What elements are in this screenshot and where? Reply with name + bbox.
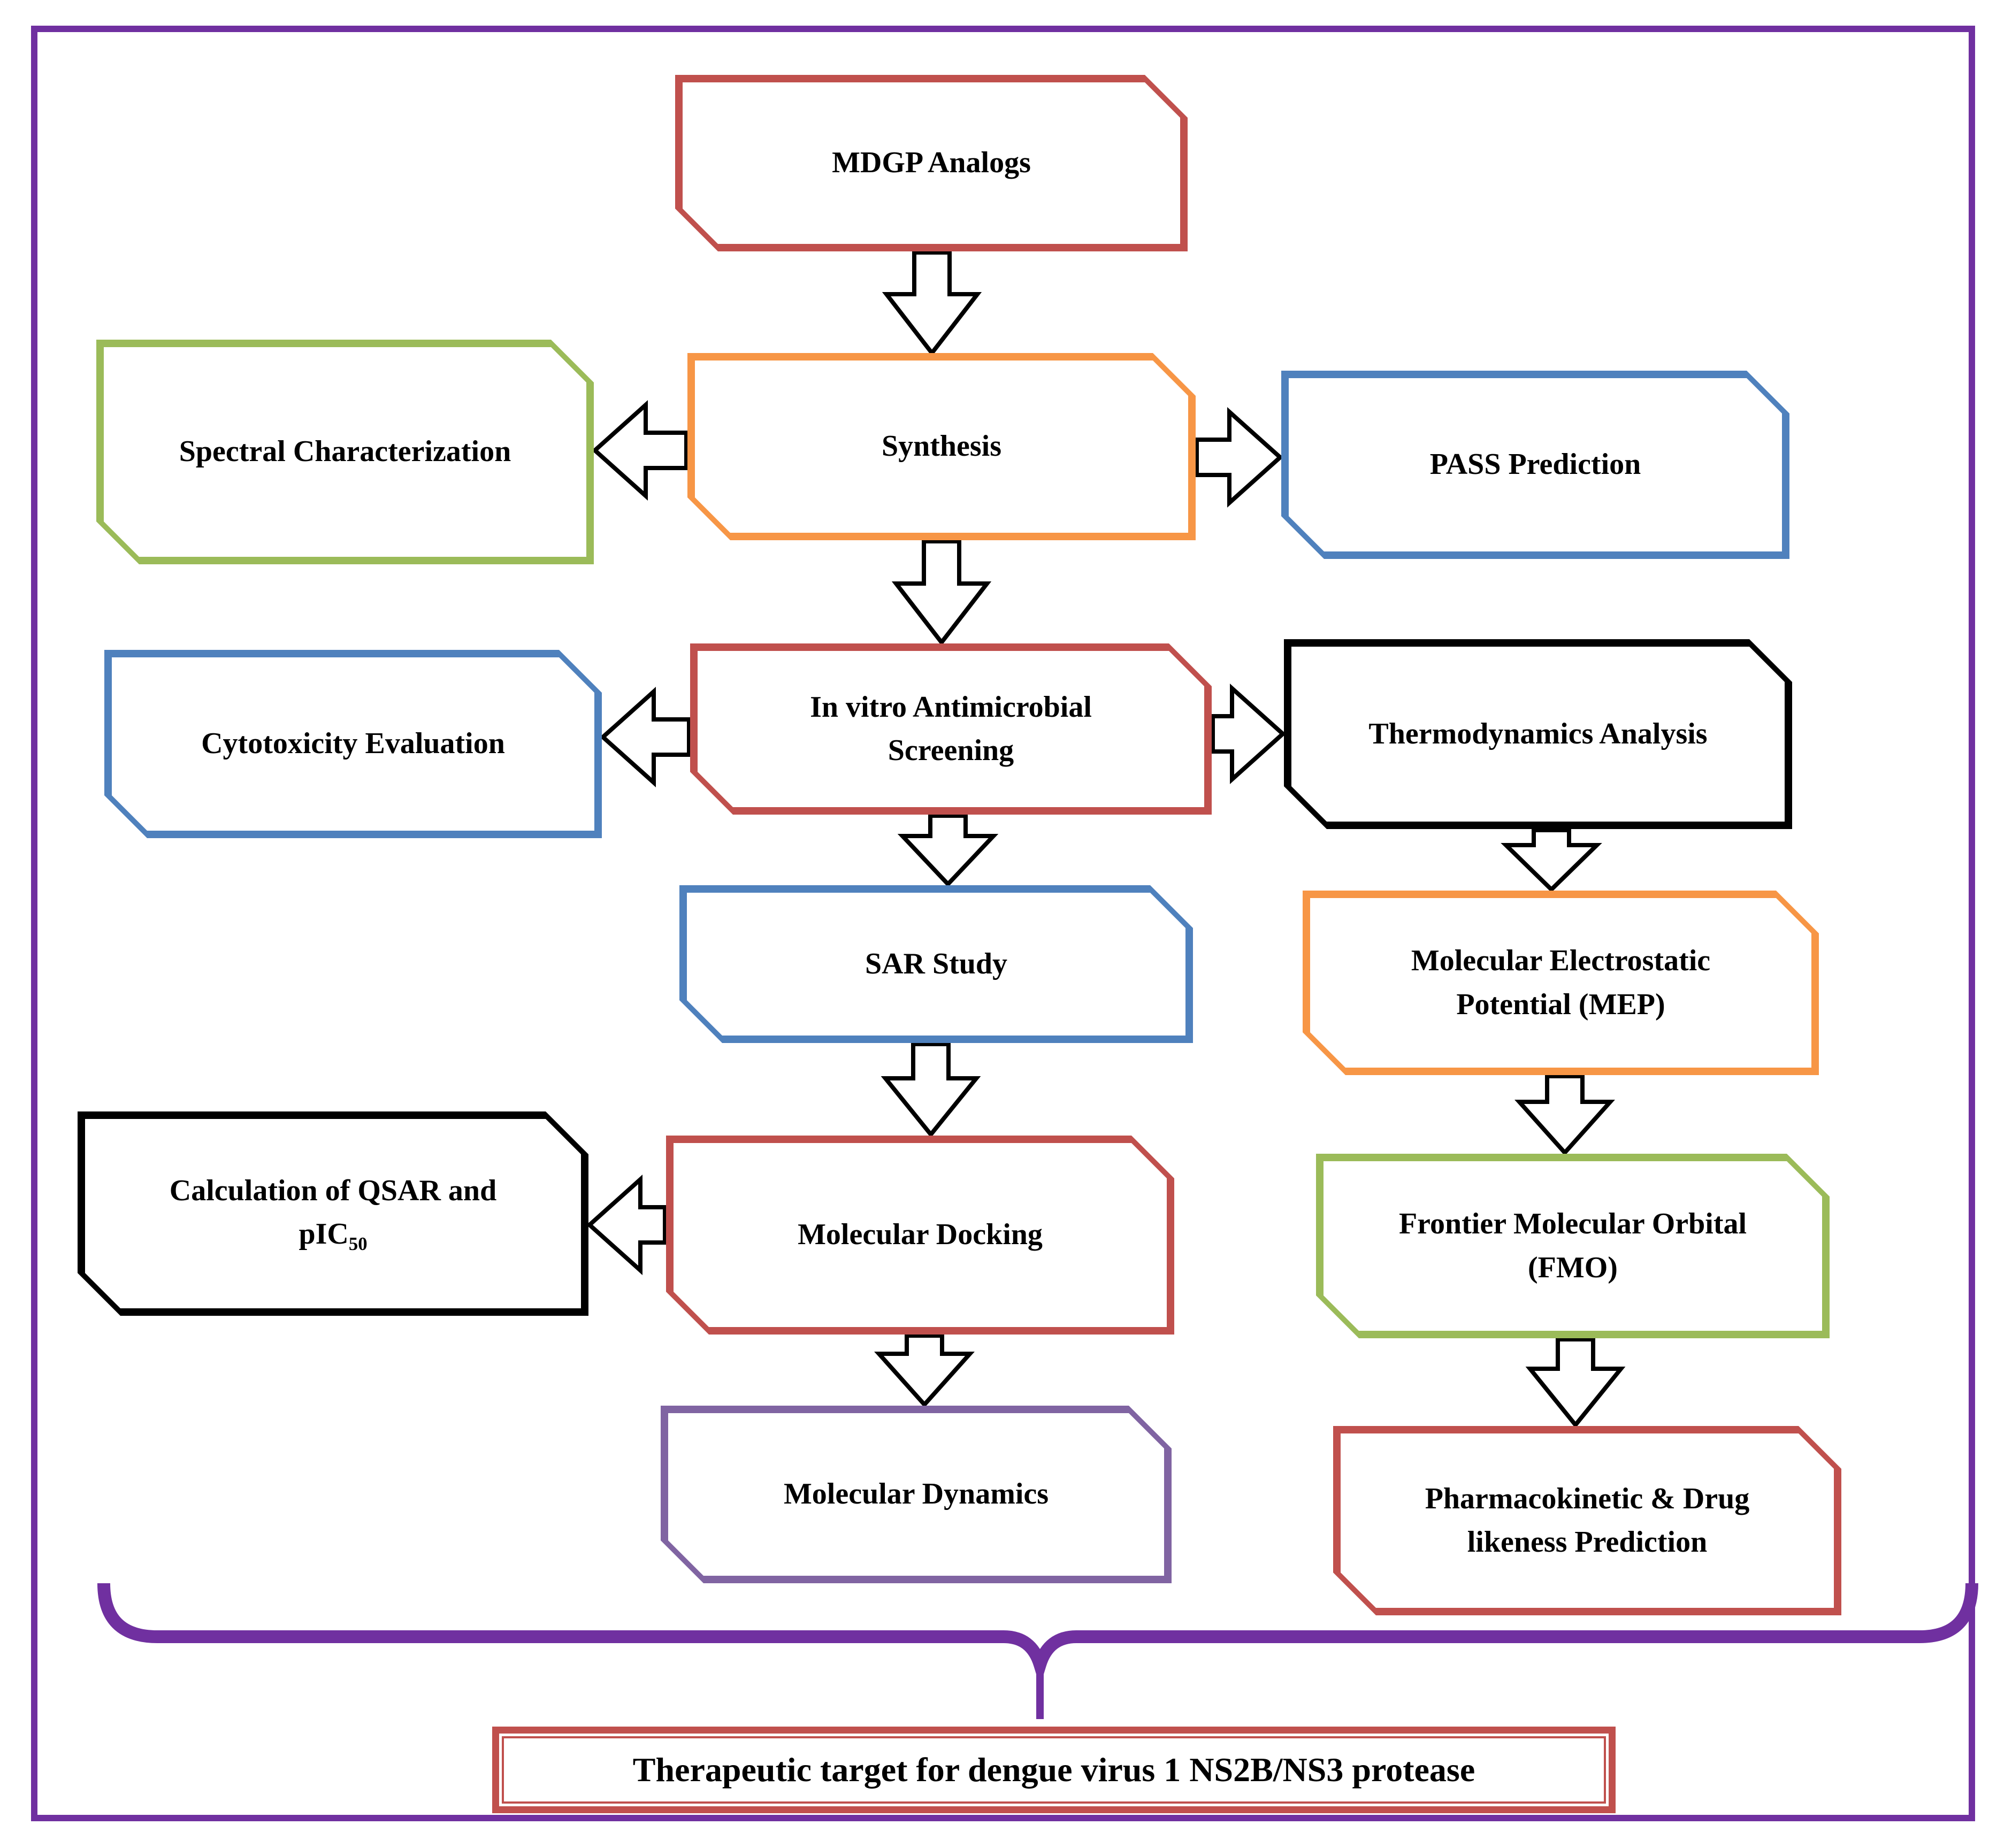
node-inner-border: Therapeutic target for dengue virus 1 NS… — [502, 1736, 1606, 1804]
node-label: SAR Study — [865, 947, 1008, 980]
right-arrow-synthesis-to-pass — [1195, 407, 1283, 508]
node-label: Molecular Docking — [798, 1218, 1043, 1252]
down-arrow-invitro-to-sar — [897, 814, 999, 887]
left-arrow-docking-to-qsar — [586, 1175, 667, 1275]
node-molecular-docking: Molecular Docking — [666, 1136, 1174, 1335]
node-label: Cytotoxicity Evaluation — [201, 727, 505, 761]
outer-frame-border — [31, 26, 1975, 1821]
down-arrow-docking-to-dynamics — [874, 1333, 975, 1408]
down-arrow-thermodynamics-to-mep — [1501, 828, 1602, 893]
node-molecular-dynamics: Molecular Dynamics — [661, 1406, 1172, 1583]
down-arrow-mep-to-fmo — [1514, 1074, 1615, 1156]
node-frontier-molecular-orbital: Frontier Molecular Orbital (FMO) — [1316, 1154, 1830, 1338]
node-spectral-characterization: Spectral Characterization — [96, 340, 594, 564]
node-cytotoxicity-evaluation: Cytotoxicity Evaluation — [104, 650, 602, 838]
node-label: Pharmacokinetic & Drug likeness Predicti… — [1425, 1482, 1750, 1559]
down-arrow-synthesis-to-invitro — [891, 539, 992, 646]
down-arrow-mdgp-to-synthesis — [882, 250, 982, 357]
node-label-line2: pIC50 — [299, 1217, 368, 1255]
node-molecular-electrostatic-potential: Molecular Electrostatic Potential (MEP) — [1303, 891, 1819, 1075]
left-arrow-synthesis-to-spectral — [592, 400, 688, 501]
down-arrow-fmo-to-pharmacokinetic — [1525, 1337, 1626, 1429]
node-label: Spectral Characterization — [179, 435, 511, 469]
node-calculation-qsar-pic50: Calculation of QSAR and pIC50 — [78, 1111, 588, 1316]
node-pass-prediction: PASS Prediction — [1281, 371, 1789, 559]
node-label: Synthesis — [881, 430, 1002, 463]
node-sar-study: SAR Study — [679, 885, 1193, 1043]
down-arrow-sar-to-docking — [881, 1042, 981, 1138]
node-invitro-antimicrobial-screening: In vitro Antimicrobial Screening — [690, 643, 1212, 815]
node-synthesis: Synthesis — [687, 353, 1196, 540]
node-therapeutic-target: Therapeutic target for dengue virus 1 NS… — [492, 1727, 1616, 1813]
node-mdgp-analogs: MDGP Analogs — [675, 75, 1188, 251]
node-label: MDGP Analogs — [832, 146, 1031, 180]
node-label: Therapeutic target for dengue virus 1 NS… — [632, 1750, 1475, 1789]
node-thermodynamics-analysis: Thermodynamics Analysis — [1284, 639, 1792, 829]
node-label-line1: Calculation of QSAR and — [169, 1174, 497, 1208]
node-label: Molecular Electrostatic Potential (MEP) — [1411, 944, 1711, 1021]
right-arrow-invitro-to-thermodynamics — [1211, 684, 1286, 784]
node-label: Thermodynamics Analysis — [1368, 717, 1708, 750]
node-label: In vitro Antimicrobial Screening — [810, 690, 1092, 767]
node-label: Molecular Dynamics — [783, 1477, 1049, 1511]
node-label: Frontier Molecular Orbital (FMO) — [1398, 1207, 1747, 1284]
node-pharmacokinetic-druglikeness: Pharmacokinetic & Drug likeness Predicti… — [1333, 1426, 1841, 1615]
node-label: PASS Prediction — [1429, 448, 1641, 481]
left-arrow-invitro-to-cytotoxicity — [600, 687, 691, 787]
